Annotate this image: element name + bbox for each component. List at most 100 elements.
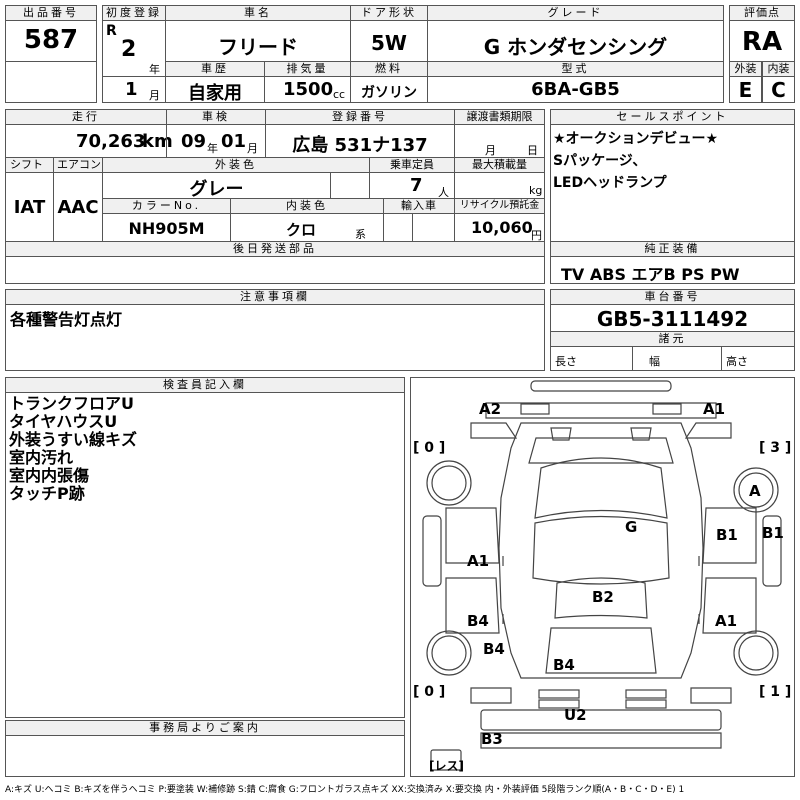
inspector-line: 室内内張傷 bbox=[9, 466, 90, 485]
interior-color-unit: 系 bbox=[355, 228, 366, 241]
caution-text: 各種警告灯点灯 bbox=[10, 310, 123, 329]
damage-mark: B4 bbox=[467, 612, 489, 630]
reg-no: 広島 531ナ137 bbox=[292, 135, 428, 156]
ac-label: エアコン bbox=[53, 157, 103, 173]
import-cell-a bbox=[383, 213, 413, 242]
history-label: 車歴 bbox=[165, 61, 265, 77]
model-label: 型式 bbox=[427, 61, 724, 77]
displacement-cell: 1500 cc bbox=[264, 76, 351, 103]
lot-empty-cell bbox=[5, 61, 97, 103]
damage-mark: B1 bbox=[716, 526, 738, 544]
door-label: ドア形状 bbox=[350, 5, 428, 21]
exterior-cell: E bbox=[729, 76, 762, 103]
displacement-label: 排気量 bbox=[264, 61, 351, 77]
displacement-unit: cc bbox=[333, 88, 346, 101]
cautions-label: 注意事項欄 bbox=[5, 289, 545, 305]
damage-mark: A1 bbox=[715, 612, 738, 630]
corner-count: [ 0 ] bbox=[413, 440, 446, 456]
history-cell: 自家用 bbox=[165, 76, 265, 104]
interior-color: クロ bbox=[285, 221, 316, 239]
transfer-month: 月 bbox=[485, 144, 496, 157]
inspector-box: トランクフロアU タイヤハウスU 外装うすい線キズ 室内汚れ 室内内張傷 タッチ… bbox=[5, 392, 405, 718]
mileage-label: 走行 bbox=[5, 109, 167, 125]
grade-cell: G ホンダセンシング bbox=[427, 20, 724, 62]
car-diagram bbox=[422, 380, 782, 771]
corner-count: [ 0 ] bbox=[413, 684, 446, 700]
transfer-cell: 月 日 bbox=[454, 124, 545, 158]
exterior-grade: E bbox=[738, 78, 753, 102]
interior-color-label: 内装色 bbox=[230, 198, 384, 214]
model: 6BA-GB5 bbox=[531, 79, 620, 100]
fuel-label: 燃料 bbox=[350, 61, 428, 77]
grade: G ホンダセンシング bbox=[483, 35, 668, 59]
interior-cell: C bbox=[762, 76, 795, 103]
ac-cell: AAC bbox=[53, 172, 103, 242]
res-label: [レス] bbox=[429, 759, 464, 773]
damage-mark: B4 bbox=[483, 640, 505, 658]
color-cell: グレー bbox=[102, 172, 331, 200]
sales-label: セールスポイント bbox=[550, 109, 795, 125]
color-no-label: カラーNo. bbox=[102, 198, 231, 214]
damage-mark: A1 bbox=[703, 400, 726, 418]
damage-mark: B2 bbox=[592, 588, 614, 606]
inspector-line: 室内汚れ bbox=[9, 448, 74, 467]
score: RA bbox=[741, 27, 783, 57]
load-label: 最大積載量 bbox=[454, 157, 545, 173]
sales-line: LEDヘッドランプ bbox=[553, 175, 667, 191]
ac: AAC bbox=[57, 197, 99, 218]
door-cell: 5W bbox=[350, 20, 428, 62]
car-name-label: 車名 bbox=[165, 5, 351, 21]
fuel: ガソリン bbox=[361, 85, 417, 101]
interior-label: 内装 bbox=[762, 61, 795, 77]
recycle-unit: 円 bbox=[531, 229, 542, 242]
car-diagram-box: A2 A1 A G B1 B1 A1 B2 B4 A1 B4 B4 U2 B3 … bbox=[410, 377, 795, 777]
specs-label: 諸元 bbox=[550, 331, 795, 347]
inspection-cell: 09 年 01 月 bbox=[166, 124, 266, 158]
model-cell: 6BA-GB5 bbox=[427, 76, 724, 103]
mileage-unit: km bbox=[142, 131, 173, 152]
height-cell: 高さ bbox=[721, 346, 795, 371]
lot-cell: 587 bbox=[5, 20, 97, 62]
cautions-box: 各種警告灯点灯 bbox=[5, 304, 545, 371]
color-no-cell: NH905M bbox=[102, 213, 231, 242]
damage-mark: G bbox=[625, 518, 638, 536]
mileage: 70,263 bbox=[76, 131, 146, 152]
damage-mark: A1 bbox=[467, 552, 490, 570]
import-cell-b bbox=[412, 213, 455, 242]
width-cell: 幅 bbox=[632, 346, 722, 371]
reg-no-cell: 広島 531ナ137 bbox=[265, 124, 455, 158]
capacity: 7 bbox=[410, 175, 423, 196]
displacement: 1500 bbox=[283, 79, 334, 100]
month-cell: 1 月 bbox=[102, 76, 166, 103]
import-label: 輸入車 bbox=[383, 198, 455, 214]
shift-cell: IAT bbox=[5, 172, 54, 242]
first-reg-cell: R 2 年 bbox=[102, 20, 166, 77]
inspector-line: タイヤハウスU bbox=[9, 412, 118, 431]
color-extra-cell bbox=[330, 172, 370, 199]
car-name: フリード bbox=[218, 35, 298, 59]
color-no: NH905M bbox=[128, 219, 205, 238]
recycle: 10,060 bbox=[471, 218, 533, 237]
color: グレー bbox=[189, 179, 244, 200]
exterior-label: 外装 bbox=[729, 61, 762, 77]
width-label: 幅 bbox=[649, 355, 660, 368]
inspector-line: トランクフロアU bbox=[9, 394, 134, 413]
capacity-label: 乗車定員 bbox=[369, 157, 455, 173]
chassis-cell: GB5-3111492 bbox=[550, 304, 795, 332]
length-cell: 長さ bbox=[550, 346, 633, 371]
later-parts-label: 後日発送部品 bbox=[5, 241, 545, 257]
interior-grade: C bbox=[771, 78, 786, 102]
inspector-label: 検査員記入欄 bbox=[5, 377, 405, 393]
legend: A:キズ U:ヘコミ B:キズを伴うヘコミ P:要塗装 W:補修跡 S:錆 C:… bbox=[5, 785, 685, 795]
transfer-label: 譲渡書類期限 bbox=[454, 109, 545, 125]
score-label: 評価点 bbox=[729, 5, 795, 21]
era: R bbox=[106, 23, 117, 39]
damage-mark: B4 bbox=[553, 656, 575, 674]
month-unit: 月 bbox=[149, 89, 160, 102]
damage-mark: B3 bbox=[481, 730, 503, 748]
history: 自家用 bbox=[188, 83, 242, 104]
interior-color-cell: クロ 系 bbox=[230, 213, 384, 242]
equipment-label: 純正装備 bbox=[550, 241, 795, 257]
first-reg-label: 初度登録 bbox=[102, 5, 166, 21]
chassis-label: 車台番号 bbox=[550, 289, 795, 305]
